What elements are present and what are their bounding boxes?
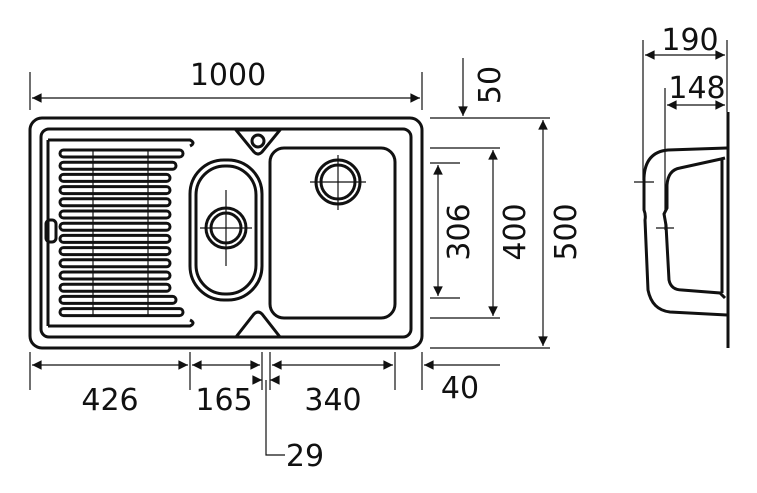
dim-end-margin: 40 [441, 371, 479, 406]
drainer-rib [58, 282, 172, 293]
dim-divider: 29 [286, 439, 324, 474]
dim-small-bowl-width: 306 [442, 203, 477, 260]
drainer-rib [58, 160, 178, 171]
large-bowl [268, 146, 397, 320]
drainer-edge [48, 138, 195, 148]
dim-tap-offset: 50 [473, 66, 508, 104]
dim-small-bowl-length: 165 [195, 383, 252, 418]
dim-large-bowl-length: 340 [304, 383, 361, 418]
dim-overall-width: 500 [549, 203, 584, 260]
drainer-rib [58, 209, 172, 220]
tap-hole-boss [232, 128, 284, 156]
dim-bowl-depth: 148 [668, 71, 725, 106]
overflow-icon [44, 218, 58, 244]
drainer-rib [58, 246, 172, 257]
dim-drainer-length: 426 [81, 383, 138, 418]
dim-overall-length: 1000 [190, 58, 266, 93]
drainer-edge [48, 318, 195, 328]
drainer-rib [58, 294, 178, 305]
drainer-rib [58, 185, 172, 196]
drainer-rib [58, 148, 185, 159]
drainer-grooves [58, 148, 185, 318]
small-bowl [188, 158, 264, 302]
drainer-rib [58, 233, 172, 244]
sink-outline [28, 116, 424, 350]
drainer-rib [58, 172, 172, 183]
tap-hole [250, 133, 266, 149]
drainer-rib [58, 307, 185, 318]
drainer-rib [58, 270, 172, 281]
dim-large-bowl-width: 400 [498, 203, 533, 260]
sink-side-view [642, 112, 730, 348]
dimension-lines [29, 40, 728, 456]
sink-rim [39, 127, 413, 339]
drainer-rib [58, 197, 172, 208]
drainer-rib [58, 258, 172, 269]
bowl-divider [232, 310, 284, 339]
drainer-rib [58, 221, 172, 232]
sink-top-view [28, 116, 424, 350]
dim-overall-depth: 190 [661, 23, 718, 58]
